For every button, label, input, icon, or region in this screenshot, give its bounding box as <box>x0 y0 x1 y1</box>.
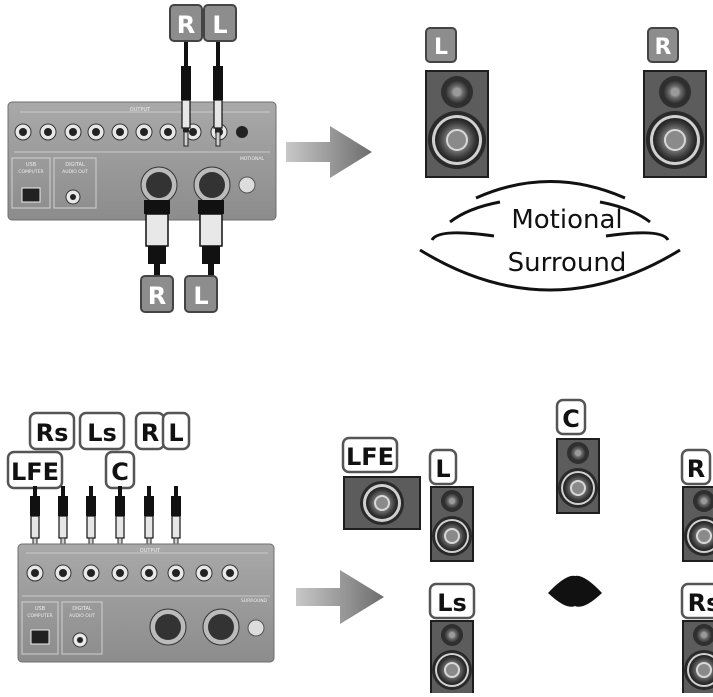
bottom-cable-label-r-text: R <box>148 282 166 310</box>
bottom-arrow <box>296 570 384 624</box>
speaker-c-label: C <box>562 405 580 433</box>
bottom-cable-label-l-text: L <box>193 282 208 310</box>
cable-label-c-text: C <box>111 458 129 486</box>
speaker-rs-label: Rs <box>688 589 713 617</box>
speaker-lfe: LFE <box>341 436 421 530</box>
cable-label-l-text: L <box>168 419 183 447</box>
speaker-r-label: R <box>687 455 705 483</box>
usb-label-bottom: USB <box>35 606 46 612</box>
surround-label-bottom: SURROUND <box>241 598 268 604</box>
cable-label-lfe: LFE <box>6 450 64 490</box>
top-arrow <box>286 126 372 178</box>
speaker-l-label: L <box>435 455 450 483</box>
digital-label: DIGITAL <box>65 162 85 168</box>
top-speaker-right-label: R <box>655 35 672 60</box>
bottom-jack-cables <box>30 486 181 551</box>
computer-label-bottom: COMPUTER <box>27 613 52 619</box>
output-label-bottom: OUTPUT <box>140 548 161 554</box>
top-speaker-left: L <box>424 27 490 179</box>
cable-label-l: L <box>161 411 191 451</box>
top-cable-label-l: L <box>203 4 237 42</box>
top-speaker-left-label: L <box>434 35 448 60</box>
audio-out-label: AUDIO OUT <box>62 169 88 175</box>
top-speaker-right: R <box>642 27 708 179</box>
speaker-ls: Ls <box>428 582 476 697</box>
cable-label-rs-text: Rs <box>36 419 69 447</box>
cable-label-ls: Ls <box>78 411 126 451</box>
top-cable-label-r: R <box>169 4 203 42</box>
speaker-l: L <box>428 448 475 563</box>
cable-label-rs: Rs <box>28 411 76 451</box>
speaker-rs: Rs <box>680 582 713 697</box>
listener-icon <box>548 575 602 607</box>
cable-label-ls-text: Ls <box>87 419 117 447</box>
usb-label: USB <box>26 162 37 168</box>
digital-label-bottom: DIGITAL <box>72 606 92 612</box>
computer-label: COMPUTER <box>18 169 43 175</box>
cable-label-r: R <box>134 411 166 451</box>
top-xlr-cables <box>144 200 224 278</box>
output-jacks-bottom <box>26 564 239 582</box>
speaker-r: R <box>680 448 713 563</box>
speaker-lfe-label: LFE <box>346 443 394 471</box>
surround-text-line1: Motional <box>511 205 622 235</box>
speaker-ls-label: Ls <box>437 589 467 617</box>
cable-label-c: C <box>104 450 136 490</box>
speaker-c: C <box>555 398 601 515</box>
motional-surround-graphic: Motional Surround <box>419 180 681 292</box>
bottom-cable-label-l: L <box>184 275 218 313</box>
top-jack-cables <box>181 42 223 147</box>
cable-label-r-text: R <box>141 419 159 447</box>
top-cable-label-l-text: L <box>212 11 227 39</box>
cable-label-lfe-text: LFE <box>11 458 59 486</box>
rear-panel-top: OUTPUT USB COMPUTER DIGITAL AUDIO OUT <box>7 101 277 221</box>
bottom-cable-label-r: R <box>140 275 174 313</box>
top-cable-label-r-text: R <box>177 11 195 39</box>
output-label: OUTPUT <box>130 107 151 113</box>
bottom-labels: LFE Rs Ls C R L <box>6 411 191 490</box>
surround-text-line2: Surround <box>508 248 627 278</box>
audio-out-label-bottom: AUDIO OUT <box>69 613 95 619</box>
rear-panel-bottom: OUTPUT USB COMPUTER DIGITAL AUDIO OUT SU… <box>17 543 275 663</box>
motional-label: MOTIONAL <box>240 156 264 162</box>
